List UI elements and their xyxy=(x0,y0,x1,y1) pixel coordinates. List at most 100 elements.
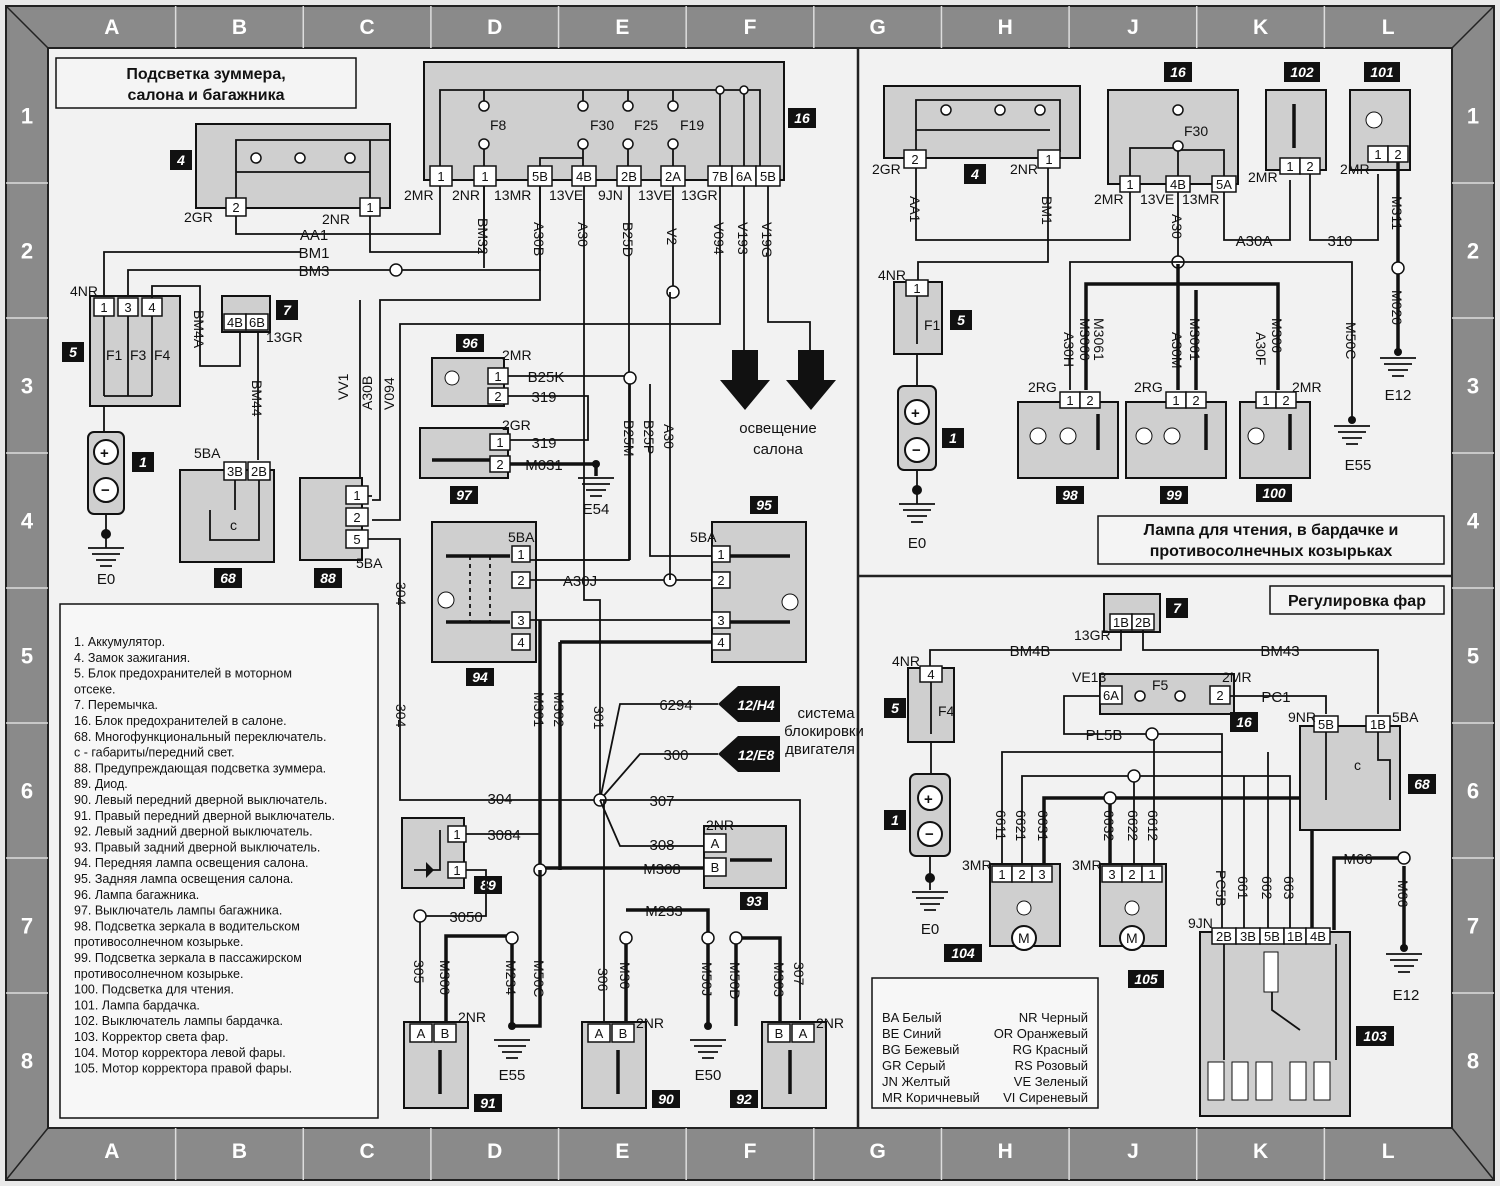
frame-row-right-6: 6 xyxy=(1467,779,1479,804)
svg-text:304: 304 xyxy=(393,582,409,606)
legend-item: 102. Выключатель лампы бардачка. xyxy=(74,1014,283,1028)
door-switch-93: A B 2NR 93 xyxy=(703,817,787,910)
svg-text:F30: F30 xyxy=(590,117,614,133)
legend-item: 105. Мотор корректора правой фары. xyxy=(74,1062,292,1076)
rear-lamp-95: 1 2 3 4 5BA 95 xyxy=(690,496,807,663)
svg-text:3050: 3050 xyxy=(449,909,482,926)
svg-text:93: 93 xyxy=(746,893,762,909)
svg-text:6B: 6B xyxy=(249,315,265,330)
svg-text:Подсветка зуммера,: Подсветка зуммера, xyxy=(126,66,285,83)
svg-text:A30F: A30F xyxy=(1253,332,1269,365)
svg-text:2GR: 2GR xyxy=(872,161,901,177)
svg-text:5: 5 xyxy=(353,532,360,547)
svg-text:+: + xyxy=(100,445,109,462)
svg-text:2MR: 2MR xyxy=(1292,379,1322,395)
wire-304 xyxy=(368,538,600,801)
svg-text:VV1: VV1 xyxy=(335,373,351,400)
svg-text:6622: 6622 xyxy=(1125,810,1141,841)
svg-text:2GR: 2GR xyxy=(184,209,213,225)
legend-item: 100. Подсветка для чтения. xyxy=(74,983,234,997)
glovebox-lamp-101: 1 2 101 2MR xyxy=(1340,62,1411,177)
svg-text:M234: M234 xyxy=(503,960,519,995)
svg-text:4NR: 4NR xyxy=(892,653,920,669)
svg-text:F5: F5 xyxy=(1152,677,1169,693)
frame-col-bottom-b: B xyxy=(232,1140,247,1163)
svg-text:M300: M300 xyxy=(437,960,453,995)
svg-text:2: 2 xyxy=(911,152,918,167)
front-lamp-94: 1 2 3 4 5BA 94 xyxy=(431,521,537,686)
title-left: Подсветка зуммера, салона и багажника xyxy=(55,57,357,109)
svg-text:1: 1 xyxy=(1126,177,1133,192)
svg-text:2A: 2A xyxy=(665,169,681,184)
svg-text:100: 100 xyxy=(1262,485,1286,501)
frame-col-bottom-h: H xyxy=(998,1140,1013,1163)
svg-text:88: 88 xyxy=(320,570,336,586)
svg-text:2: 2 xyxy=(1192,393,1199,408)
svg-text:M3061: M3061 xyxy=(1187,318,1203,361)
arrow-salon-light: освещение салона xyxy=(720,350,836,458)
svg-text:96: 96 xyxy=(462,335,478,351)
svg-text:M311: M311 xyxy=(1389,196,1405,230)
svg-text:5: 5 xyxy=(69,344,77,360)
svg-text:5: 5 xyxy=(957,312,965,328)
svg-text:94: 94 xyxy=(472,669,488,685)
svg-text:6611: 6611 xyxy=(993,810,1009,840)
svg-text:2: 2 xyxy=(494,389,501,404)
legend-item: противосолнечном козырьке. xyxy=(74,935,243,949)
svg-text:2GR: 2GR xyxy=(502,417,531,433)
frame-row-left-1: 1 xyxy=(21,104,33,129)
legend-item: 1. Аккумулятор. xyxy=(74,635,165,649)
frame-col-bottom-a: A xyxy=(104,1140,119,1163)
legend-item: 68. Многофункциональный переключатель. xyxy=(74,730,326,744)
svg-text:6294: 6294 xyxy=(659,697,692,714)
svg-text:4B: 4B xyxy=(227,315,243,330)
svg-text:6A: 6A xyxy=(1103,688,1119,703)
frame-row-right-8: 8 xyxy=(1467,1049,1479,1074)
svg-text:2NR: 2NR xyxy=(816,1015,844,1031)
svg-text:308: 308 xyxy=(649,837,674,854)
svg-text:90: 90 xyxy=(658,1091,674,1107)
frame-col-bottom-l: L xyxy=(1382,1140,1395,1163)
svg-text:противосолнечных козырьках: противосолнечных козырьках xyxy=(1150,543,1393,560)
mirror-light-98: 1 2 2RG 98 xyxy=(1017,379,1119,504)
battery-1-left: + − 1 E0 xyxy=(87,406,154,588)
svg-text:E55: E55 xyxy=(1345,457,1372,474)
svg-text:3: 3 xyxy=(517,613,524,628)
svg-text:2MR: 2MR xyxy=(1340,161,1370,177)
svg-text:Лампа для чтения, в бардачке и: Лампа для чтения, в бардачке и xyxy=(1144,522,1399,539)
svg-text:M66: M66 xyxy=(1395,880,1411,907)
svg-text:307: 307 xyxy=(649,793,674,810)
svg-text:2: 2 xyxy=(1216,688,1223,703)
svg-text:16: 16 xyxy=(1236,714,1252,730)
svg-text:300: 300 xyxy=(663,747,688,764)
svg-text:M306: M306 xyxy=(1269,318,1285,353)
svg-text:M020: M020 xyxy=(1389,290,1405,325)
svg-text:F30: F30 xyxy=(1184,123,1208,139)
legend-item: 4. Замок зажигания. xyxy=(74,651,190,665)
svg-text:2: 2 xyxy=(517,573,524,588)
color-code: BG Бежевый xyxy=(882,1042,959,1057)
legend-item: 91. Правый передний дверной выключатель. xyxy=(74,809,335,823)
svg-text:319: 319 xyxy=(531,435,556,452)
svg-text:9JN: 9JN xyxy=(1188,915,1213,931)
frame-row-left-7: 7 xyxy=(21,914,33,939)
legend-item: 103. Корректор света фар. xyxy=(74,1030,228,1044)
jumper-7-left: 4B 6B 7 13GR xyxy=(221,295,303,345)
svg-text:5: 5 xyxy=(891,700,899,716)
svg-text:2B: 2B xyxy=(1216,929,1232,944)
svg-text:AA1: AA1 xyxy=(907,196,923,223)
svg-text:1: 1 xyxy=(949,430,957,446)
svg-text:92: 92 xyxy=(736,1091,752,1107)
svg-text:1: 1 xyxy=(717,547,724,562)
svg-text:1: 1 xyxy=(891,812,899,828)
svg-text:6631: 6631 xyxy=(1035,810,1051,841)
svg-text:1: 1 xyxy=(1148,867,1155,882)
svg-text:5A: 5A xyxy=(1216,177,1232,192)
frame-row-right-1: 1 xyxy=(1467,104,1479,129)
legend-item: 101. Лампа бардачка. xyxy=(74,998,200,1012)
svg-text:V094: V094 xyxy=(381,377,397,410)
svg-text:F25: F25 xyxy=(634,117,658,133)
svg-text:101: 101 xyxy=(1370,64,1394,80)
svg-text:13GR: 13GR xyxy=(681,187,718,203)
color-code: VI Сиреневый xyxy=(1003,1090,1088,1105)
